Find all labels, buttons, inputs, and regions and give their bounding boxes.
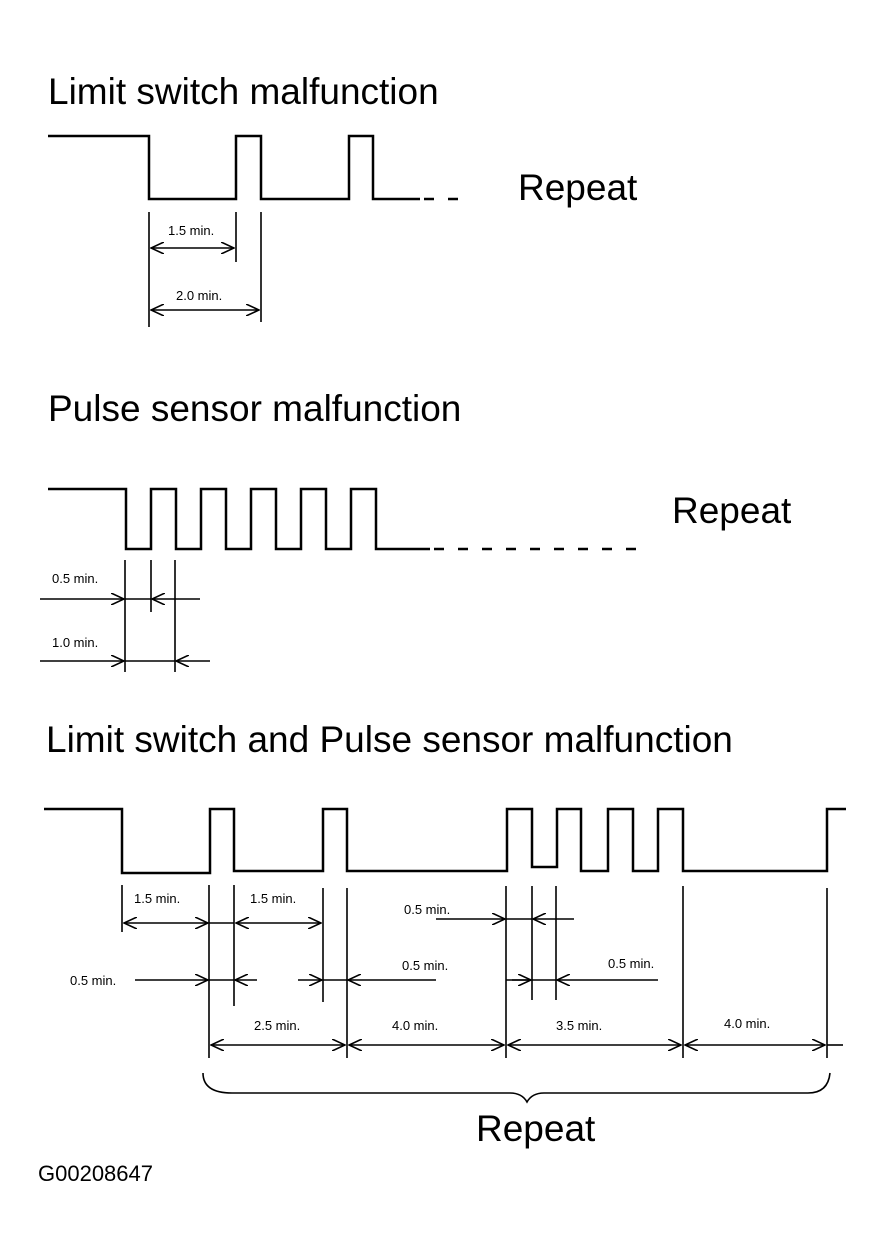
repeat-label: Repeat — [672, 490, 792, 531]
dimension-label: 0.5 min. — [402, 958, 448, 973]
section-title: Pulse sensor malfunction — [48, 388, 461, 429]
section-title: Limit switch and Pulse sensor malfunctio… — [46, 719, 733, 760]
repeat-brace — [202, 1072, 831, 1104]
dimension-label: 1.5 min. — [168, 223, 214, 238]
dimension-label: 1.5 min. — [134, 891, 180, 906]
dimension-label: 0.5 min. — [70, 973, 116, 988]
dimension-label: 0.5 min. — [608, 956, 654, 971]
repeat-label: Repeat — [476, 1108, 596, 1149]
dimension-label: 2.0 min. — [176, 288, 222, 303]
waveform — [48, 487, 430, 551]
waveform — [44, 807, 846, 875]
section-title: Limit switch malfunction — [48, 71, 439, 112]
dimension-label: 4.0 min. — [724, 1016, 770, 1031]
figure-code: G00208647 — [38, 1161, 153, 1186]
dimension-label: 1.0 min. — [52, 635, 98, 650]
dimension-label: 0.5 min. — [52, 571, 98, 586]
section-limit-switch: Limit switch malfunction Repeat 1.5 min.… — [48, 71, 638, 327]
dimension-label: 2.5 min. — [254, 1018, 300, 1033]
section-combined: Limit switch and Pulse sensor malfunctio… — [44, 719, 846, 1149]
section-pulse-sensor: Pulse sensor malfunction Repeat 0.5 min.… — [40, 388, 792, 672]
dimension-label: 1.5 min. — [250, 891, 296, 906]
dimension-label: 4.0 min. — [392, 1018, 438, 1033]
repeat-label: Repeat — [518, 167, 638, 208]
dimension-label: 0.5 min. — [404, 902, 450, 917]
dimension-label: 3.5 min. — [556, 1018, 602, 1033]
waveform — [48, 134, 420, 201]
